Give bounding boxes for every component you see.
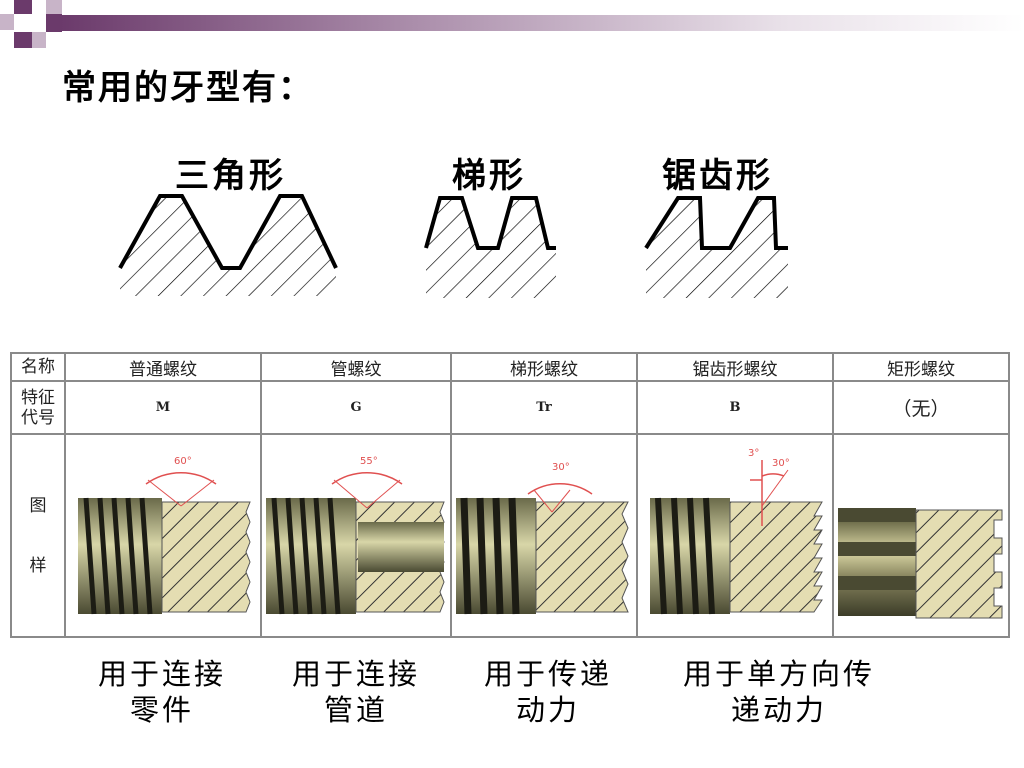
profile-triangular: 三角形 <box>110 140 350 300</box>
row-header-figure: 图 样 <box>10 433 66 638</box>
trapezoidal-profile-drawing <box>424 196 556 298</box>
table-cell-name: 锯齿形螺纹 <box>636 352 834 382</box>
figure-metric-thread: 60° <box>64 433 262 638</box>
table-cell-code: M <box>64 380 262 435</box>
table-cell-name: 普通螺纹 <box>64 352 262 382</box>
angle-label-a: 3° <box>748 448 759 459</box>
metric-thread-illustration: 60° <box>78 456 251 615</box>
row-header-code: 特征 代号 <box>10 380 66 435</box>
buttress-thread-illustration: 3° 30° <box>650 448 823 615</box>
caption-line: 管道 <box>323 693 388 727</box>
pipe-thread-illustration: 55° <box>266 456 445 615</box>
caption-line: 用于连接 <box>97 657 226 691</box>
decor-square <box>14 14 46 32</box>
row-header-name: 名称 <box>10 352 66 382</box>
table-cell-code: （无） <box>832 380 1010 435</box>
triangular-profile-drawing <box>118 194 338 296</box>
thread-comparison-table: 名称 普通螺纹 管螺纹 梯形螺纹 锯齿形螺纹 矩形螺纹 特征 代号 M G Tr… <box>10 352 1010 638</box>
angle-label: 60° <box>174 456 192 467</box>
decor-square <box>14 32 32 48</box>
angle-label: 30° <box>552 462 570 473</box>
table-cell-name: 矩形螺纹 <box>832 352 1010 382</box>
table-cell-code: G <box>260 380 452 435</box>
table-row-name: 名称 普通螺纹 管螺纹 梯形螺纹 锯齿形螺纹 矩形螺纹 <box>10 352 1010 382</box>
slide-decoration <box>0 0 1024 60</box>
caption-line: 用于连接 <box>291 657 420 691</box>
decor-square <box>46 14 62 32</box>
caption-line: 零件 <box>129 693 194 727</box>
table-cell-code: Tr <box>450 380 638 435</box>
caption-line: 递动力 <box>730 693 827 727</box>
figure-buttress-thread: 3° 30° <box>636 433 834 638</box>
profile-trapezoidal: 梯形 <box>420 140 560 300</box>
angle-label-b: 30° <box>772 458 790 469</box>
slide-title: 常用的牙型有： <box>62 68 314 108</box>
decor-square <box>0 14 14 30</box>
profile-label: 梯形 <box>452 156 526 196</box>
table-row-figure: 图 样 60° <box>10 433 1010 638</box>
decor-square <box>32 32 46 48</box>
caption-line: 动力 <box>515 693 580 727</box>
caption-line: 用于传递 <box>483 657 612 691</box>
figure-rectangular-thread <box>832 433 1010 638</box>
caption-metric: 用于连接 零件 <box>92 656 232 728</box>
caption-buttress: 用于单方向传 递动力 <box>672 656 886 728</box>
decor-square <box>46 0 62 14</box>
caption-line: 用于单方向传 <box>682 657 875 691</box>
caption-pipe: 用于连接 管道 <box>286 656 426 728</box>
trapezoidal-thread-illustration: 30° <box>456 462 629 615</box>
profile-label: 三角形 <box>175 156 286 196</box>
table-cell-name: 管螺纹 <box>260 352 452 382</box>
table-row-code: 特征 代号 M G Tr B （无） <box>10 380 1010 435</box>
angle-label: 55° <box>360 456 378 467</box>
table-cell-code: B <box>636 380 834 435</box>
decor-square <box>14 0 32 14</box>
rectangular-thread-illustration <box>838 508 1003 619</box>
profile-buttress: 锯齿形 <box>640 140 800 300</box>
decor-gradient-bar <box>60 15 1024 31</box>
buttress-profile-drawing <box>644 196 788 298</box>
table-cell-name: 梯形螺纹 <box>450 352 638 382</box>
figure-pipe-thread: 55° <box>260 433 452 638</box>
profile-label: 锯齿形 <box>662 156 773 196</box>
figure-trapezoidal-thread: 30° <box>450 433 638 638</box>
caption-trapezoidal: 用于传递 动力 <box>478 656 618 728</box>
